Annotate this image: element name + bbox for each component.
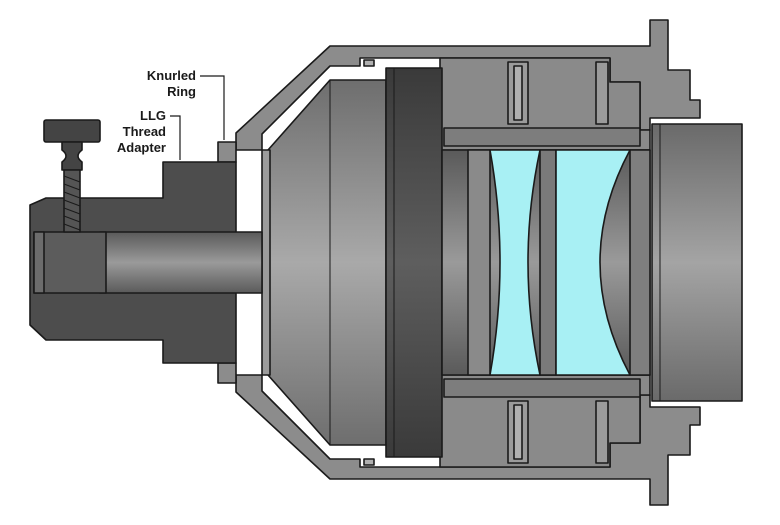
leader-llg-adapter — [170, 115, 181, 160]
set-screw — [43, 119, 101, 233]
label-knurled-line-1: Knurled — [147, 68, 196, 83]
knurled-ring — [217, 141, 237, 384]
lens-group — [489, 149, 631, 376]
inner-bore — [441, 149, 651, 376]
label-llg-thread-adapter: LLG Thread Adapter — [117, 108, 181, 160]
leader-knurled-ring — [200, 75, 225, 140]
rear-bore — [651, 123, 743, 402]
label-knurled-line-2: Ring — [167, 84, 196, 99]
retaining-ring — [385, 67, 443, 458]
cone-body — [261, 79, 387, 446]
lens-2 — [555, 149, 631, 376]
llg-thread-adapter — [29, 161, 263, 364]
label-llg-line-1: LLG — [140, 108, 166, 123]
lens-1 — [489, 149, 541, 376]
label-llg-line-2: Thread — [123, 124, 166, 139]
outer-housing — [235, 19, 701, 506]
lens-tube — [363, 57, 651, 468]
label-knurled-ring: Knurled Ring — [147, 68, 225, 140]
label-llg-line-3: Adapter — [117, 140, 166, 155]
